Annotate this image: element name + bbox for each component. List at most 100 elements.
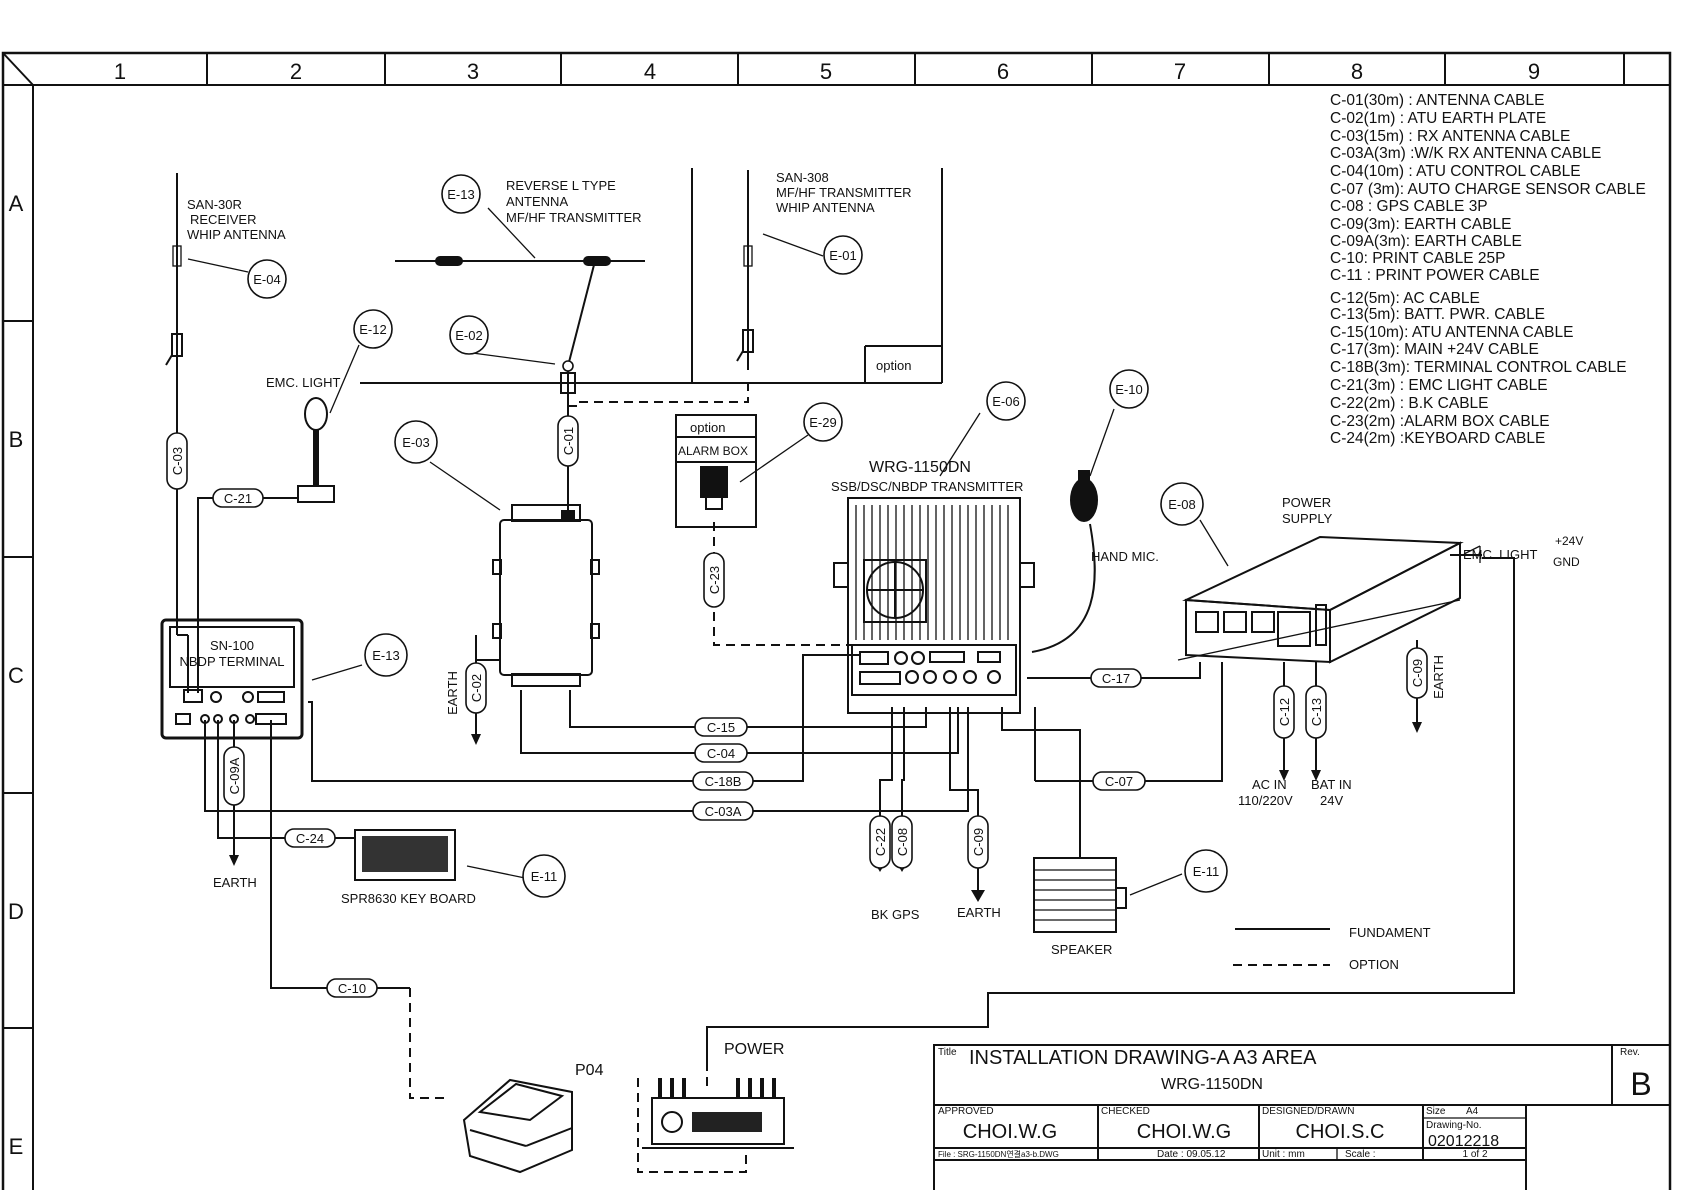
power-supply-label-1: POWER (1282, 495, 1331, 510)
ref-e10: E-10 (1115, 382, 1142, 397)
tag-c09a: C-09A (227, 757, 242, 794)
wrg-transmitter (833, 497, 1035, 714)
power-label: POWER (724, 1041, 784, 1058)
drawing-frame (1, 51, 1672, 1190)
hand-mic-label: HAND MIC. (1091, 549, 1159, 564)
drawing-no-caption: Drawing-No. (1426, 1120, 1482, 1131)
ref-circle (449, 315, 489, 355)
checked-name: CHOI.W.G (1137, 1121, 1231, 1143)
ref-circle (364, 633, 408, 677)
reverse-l-insulators (435, 256, 611, 394)
ref-circle (1184, 849, 1228, 893)
legend-line: C-23(2m) :ALARM BOX CABLE (1330, 413, 1550, 430)
tag-c23: C-23 (707, 566, 722, 594)
designed-caption: DESIGNED/DRAWN (1262, 1106, 1354, 1117)
tag-c09-mid: C-09 (971, 828, 986, 856)
scale-value: Scale : (1345, 1149, 1376, 1160)
unit-value: Unit : mm (1262, 1149, 1305, 1160)
column-7: 7 (1174, 59, 1186, 84)
emc-light-device (297, 397, 335, 503)
tag-c07: C-07 (1105, 774, 1133, 789)
tag-c17: C-17 (1102, 671, 1130, 686)
sn100-label-2: NBDP TERMINAL (180, 654, 285, 669)
legend-line: C-03A(3m) :W/K RX ANTENNA CABLE (1330, 145, 1601, 162)
tag-c22: C-22 (873, 828, 888, 856)
size-caption: Size (1426, 1106, 1446, 1117)
legend-line: C-22(2m) : B.K CABLE (1330, 395, 1489, 412)
column-3: 3 (467, 59, 479, 84)
san30r-label-1: SAN-30R (187, 197, 242, 212)
bk-gps-label: BK GPS (871, 907, 920, 922)
ref-circle (522, 854, 566, 898)
row-d: D (8, 899, 24, 924)
wrg-model-label: WRG-1150DN (869, 459, 971, 476)
tag-c01: C-01 (561, 427, 576, 455)
ref-e13-top: E-13 (447, 187, 474, 202)
rev-letter: B (1630, 1066, 1651, 1102)
emc-light-label: EMC. LIGHT (266, 375, 340, 390)
column-9: 9 (1528, 59, 1540, 84)
reverse-l-label-1: REVERSE L TYPE (506, 178, 616, 193)
legend-line: C-24(2m) :KEYBOARD CABLE (1330, 430, 1545, 447)
san308-label-1: SAN-308 (776, 170, 829, 185)
atu-unit (492, 504, 600, 687)
ref-circle (1160, 482, 1204, 526)
san30r-antenna (165, 245, 183, 366)
keyboard-label: SPR8630 KEY BOARD (341, 891, 476, 906)
ac-in-label-2: 110/220V (1238, 793, 1293, 808)
approved-name: CHOI.W.G (963, 1121, 1057, 1143)
alarm-box (675, 414, 757, 528)
legend-line: C-15(10m): ATU ANTENNA CABLE (1330, 324, 1573, 341)
ref-circle (247, 259, 287, 299)
ref-e11-speaker: E-11 (1193, 864, 1220, 879)
legend-line: C-02(1m) : ATU EARTH PLATE (1330, 110, 1546, 127)
approved-caption: APPROVED (938, 1106, 994, 1117)
heatsink-fins (855, 505, 1009, 640)
san308-label-3: WHIP ANTENNA (776, 200, 875, 215)
column-2: 2 (290, 59, 302, 84)
tag-c21: C-21 (224, 491, 252, 506)
ref-e11-keyboard: E-11 (531, 869, 558, 884)
sn100-label-1: SN-100 (210, 638, 254, 653)
alarm-option-label: option (690, 420, 725, 435)
printer-device (462, 1078, 573, 1174)
speaker-label: SPEAKER (1051, 942, 1112, 957)
rev-caption: Rev. (1620, 1047, 1640, 1058)
ref-e01: E-01 (829, 248, 856, 263)
ref-e08: E-08 (1168, 497, 1195, 512)
file-name: File : SRG-1150DN연결a3-b.DWG (938, 1149, 1059, 1159)
designed-name: CHOI.S.C (1296, 1121, 1385, 1143)
tag-c15: C-15 (707, 720, 735, 735)
option-wiring (409, 383, 858, 1173)
row-headers: A B C D E (8, 191, 24, 1159)
legend-line: C-01(30m) : ANTENNA CABLE (1330, 92, 1544, 109)
legend-line: C-18B(3m): TERMINAL CONTROL CABLE (1330, 359, 1627, 376)
component-labels: SAN-30R RECEIVER WHIP ANTENNA REVERSE L … (180, 170, 1584, 1079)
row-c: C (8, 663, 24, 688)
option-box-label: option (876, 358, 911, 373)
earth-ps-label: EARTH (1431, 655, 1446, 699)
ref-e13-terminal: E-13 (372, 648, 399, 663)
legend-line: C-03(15m) : RX ANTENNA CABLE (1330, 128, 1570, 145)
ref-circle (803, 402, 843, 442)
ref-circle (441, 174, 481, 214)
legend-line: C-21(3m) : EMC LIGHT CABLE (1330, 377, 1548, 394)
legend-line: C-09(3m): EARTH CABLE (1330, 216, 1511, 233)
keyboard-device (354, 829, 456, 881)
size-value: A4 (1466, 1106, 1479, 1117)
legend-line: C-07 (3m): AUTO CHARGE SENSOR CABLE (1330, 181, 1646, 198)
column-4: 4 (644, 59, 656, 84)
equipment-refs: E-13 E-04 E-02 E-01 E-12 E-03 E-29 E-06 … (247, 174, 1228, 898)
column-headers: 1 2 3 4 5 6 7 8 9 (114, 59, 1540, 84)
title-block: Title INSTALLATION DRAWING-A A3 AREA WRG… (933, 1044, 1671, 1190)
ref-e04: E-04 (253, 272, 280, 287)
earth-c02-label: EARTH (445, 671, 460, 715)
plus24v-label: +24V (1555, 534, 1583, 548)
legend-option: OPTION (1349, 957, 1399, 972)
tag-c24: C-24 (296, 831, 324, 846)
speaker-device (1033, 857, 1127, 933)
cable-legend: C-01(30m) : ANTENNA CABLE C-02(1m) : ATU… (1330, 92, 1646, 447)
tag-c10: C-10 (338, 981, 366, 996)
ref-circle (823, 235, 863, 275)
san308-label-2: MF/HF TRANSMITTER (776, 185, 912, 200)
